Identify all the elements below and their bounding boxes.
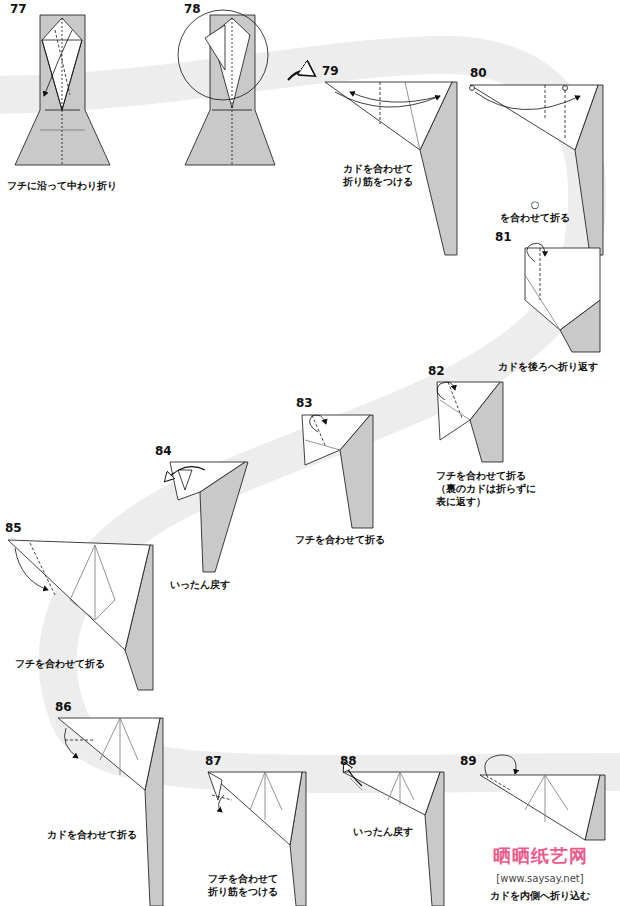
step-number: 79 [322, 64, 339, 80]
fold-caption: フチを合わせて 折り筋をつける [208, 872, 278, 898]
fold-caption: カドを合わせて 折り筋をつける [343, 162, 413, 188]
fold-caption: カドを後ろへ折り返す [498, 360, 598, 373]
step-number: 80 [470, 66, 487, 82]
step-number: 89 [460, 754, 477, 770]
step-number: 85 [5, 521, 22, 537]
fold-caption: カドを合わせて折る [47, 828, 137, 841]
fold-caption: フチを合わせて折る [295, 533, 385, 546]
fold-caption: ○を合わせて折る [500, 198, 570, 224]
step-number: 82 [428, 364, 445, 380]
step-number: 84 [155, 444, 172, 460]
step-number: 83 [296, 396, 313, 412]
step-number: 88 [340, 754, 357, 770]
fold-caption: フチに沿って中わり折り [7, 179, 117, 192]
watermark: [www.saysay.net] [496, 872, 583, 885]
fold-caption: カドを内側へ折り込む [490, 889, 590, 902]
step-number: 87 [205, 754, 222, 770]
fold-caption: いったん戻す [353, 825, 413, 838]
step-number: 81 [495, 230, 512, 246]
step-number: 86 [55, 700, 72, 716]
fold-caption: フチを合わせて折る [15, 657, 105, 670]
watermark: 晒晒纸艺网 [493, 844, 588, 867]
step-number: 78 [184, 2, 201, 18]
fold-caption: フチを合わせて折る （裏のカドは折らずに 表に返す） [436, 469, 536, 508]
step-number: 77 [10, 2, 27, 18]
fold-caption: いったん戻す [170, 578, 230, 591]
